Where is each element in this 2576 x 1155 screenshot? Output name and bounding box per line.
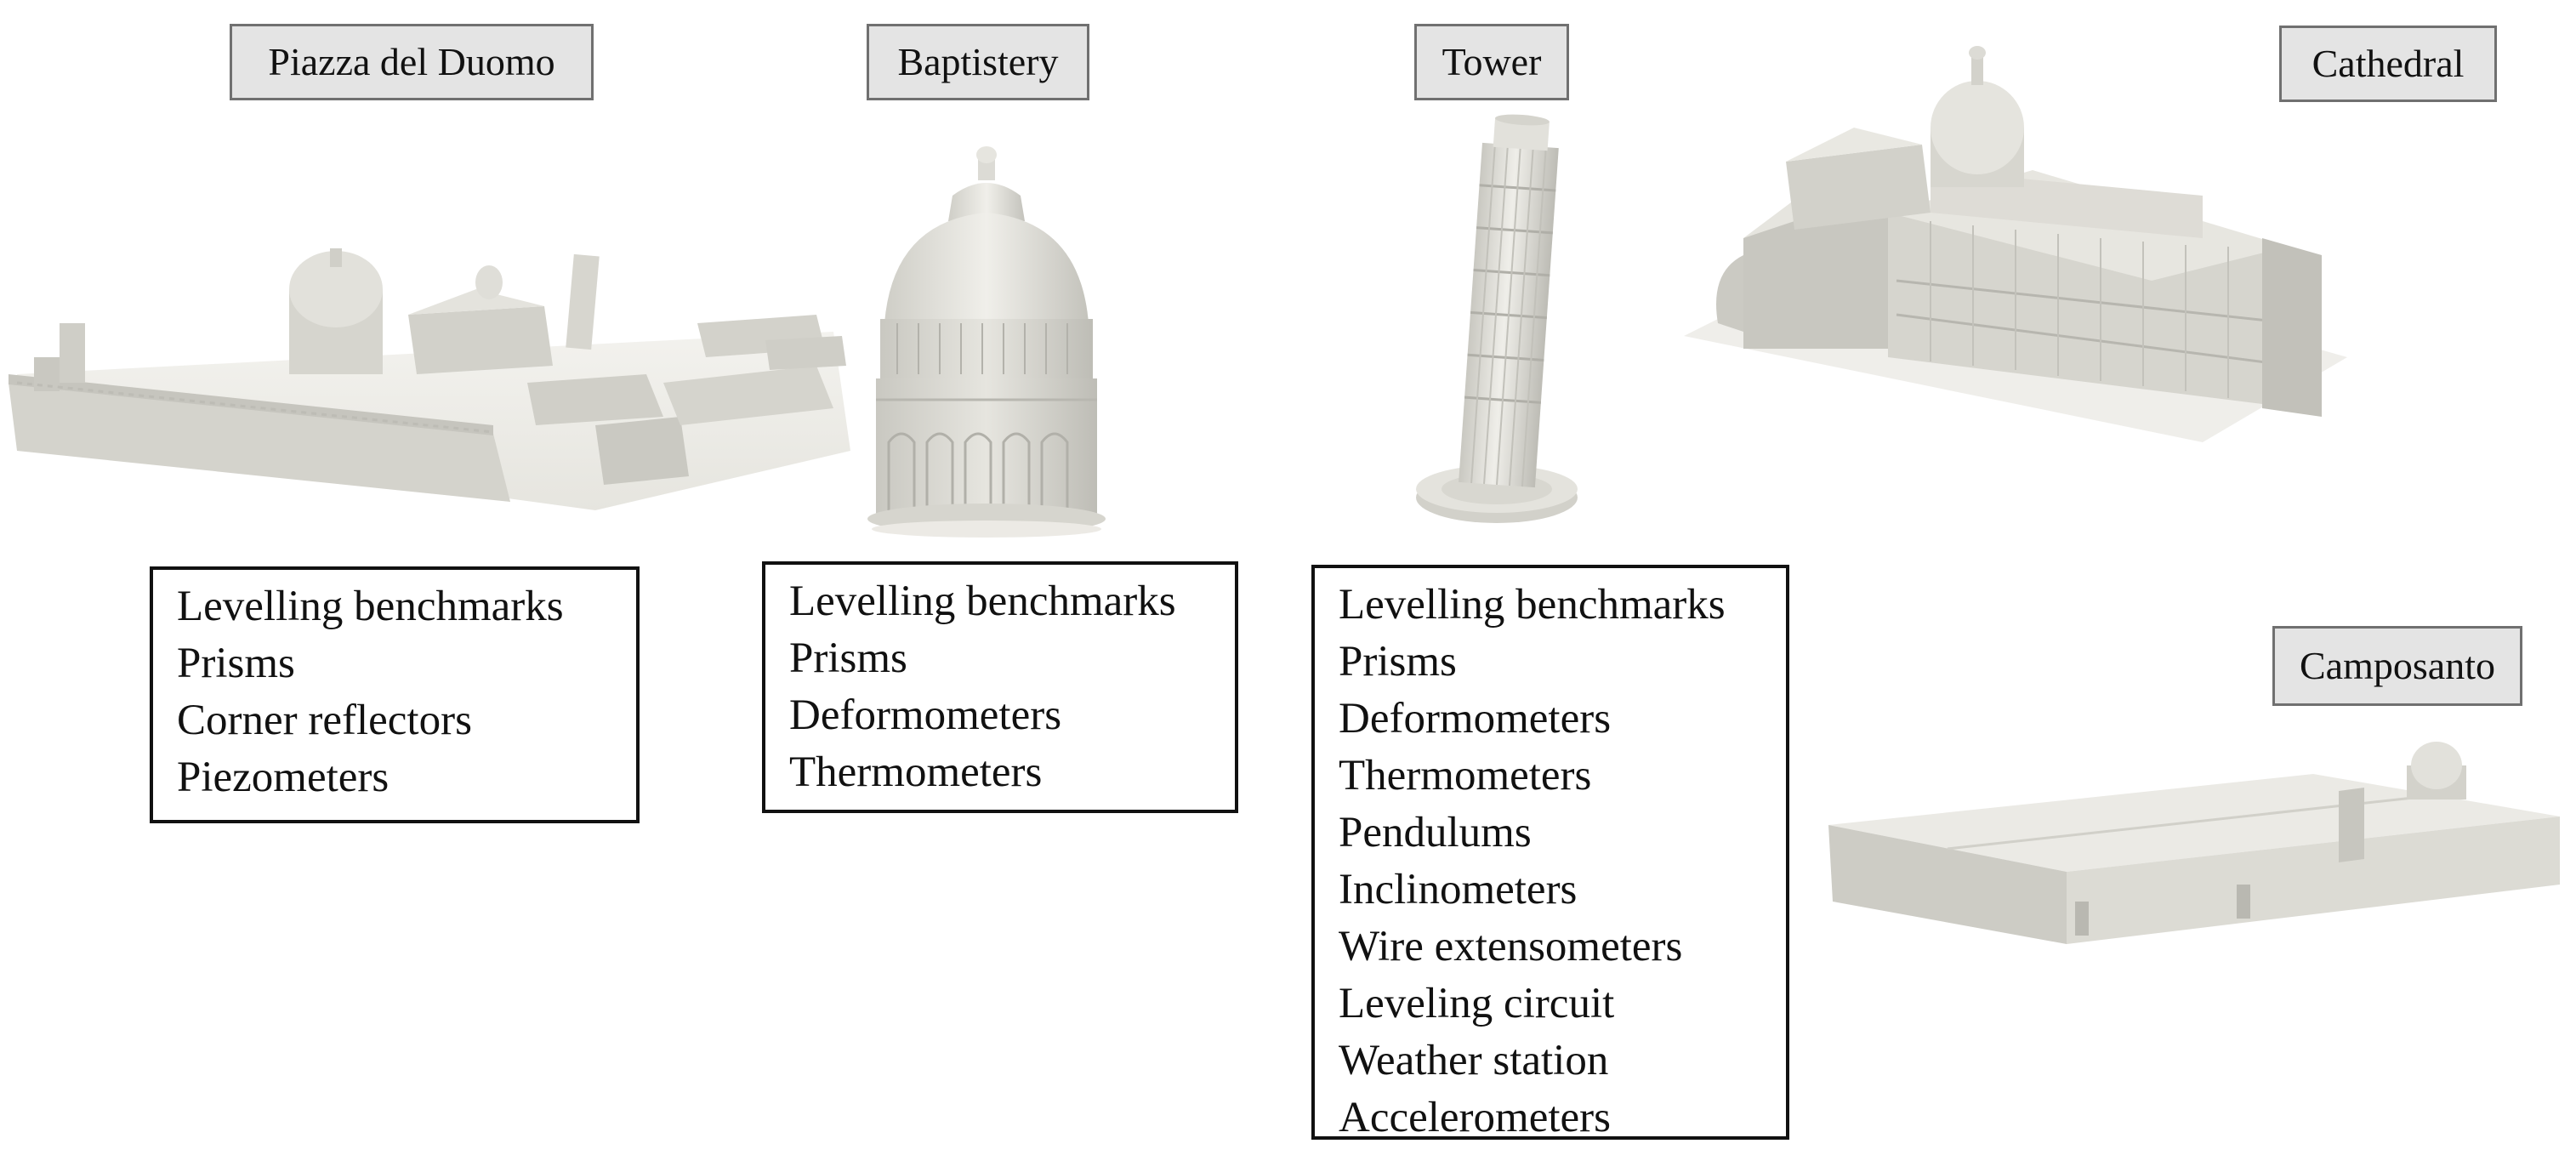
baptistery-model-image [859, 145, 1114, 544]
list-item: Weather station [1339, 1037, 1609, 1084]
tower-instruments-box: Levelling benchmarks Prisms Deformometer… [1311, 565, 1789, 1141]
baptistery-instruments-box: Levelling benchmarks Prisms Deformometer… [762, 561, 1238, 813]
list-item: Deformometers [789, 691, 1062, 739]
title-baptistery: Baptistery [867, 24, 1089, 100]
list-item: Prisms [789, 634, 907, 682]
title-cathedral: Cathedral [2279, 26, 2497, 102]
list-item: Piezometers [177, 754, 390, 801]
list-item: Levelling benchmarks [789, 578, 1176, 625]
piazza-instruments-box: Levelling benchmarks Prisms Corner refle… [150, 566, 640, 823]
tower-model-image [1403, 111, 1590, 536]
piazza-instruments-list: Levelling benchmarks Prisms Corner refle… [177, 578, 636, 806]
tower-instruments-list: Levelling benchmarks Prisms Deformometer… [1339, 577, 1786, 1146]
list-item: Leveling circuit [1339, 980, 1615, 1027]
list-item: Pendulums [1339, 809, 1532, 856]
title-tower: Tower [1414, 24, 1569, 100]
list-item: Prisms [1339, 638, 1457, 686]
list-item: Prisms [177, 640, 295, 687]
list-item: Levelling benchmarks [177, 583, 564, 630]
baptistery-instruments-list: Levelling benchmarks Prisms Deformometer… [789, 573, 1235, 801]
list-item: Accelerometers [1339, 1094, 1611, 1141]
camposanto-model-image [1820, 731, 2568, 953]
title-piazza-del-duomo: Piazza del Duomo [230, 24, 594, 100]
list-item: Corner reflectors [177, 697, 472, 744]
list-item: Thermometers [789, 748, 1043, 796]
list-item: Wire extensometers [1339, 923, 1683, 970]
cathedral-model-image [1675, 43, 2356, 451]
piazza-model-image [0, 238, 859, 536]
list-item: Thermometers [1339, 752, 1592, 799]
list-item: Inclinometers [1339, 866, 1578, 913]
title-camposanto: Camposanto [2272, 626, 2522, 706]
list-item: Deformometers [1339, 695, 1612, 742]
list-item: Levelling benchmarks [1339, 581, 1726, 629]
